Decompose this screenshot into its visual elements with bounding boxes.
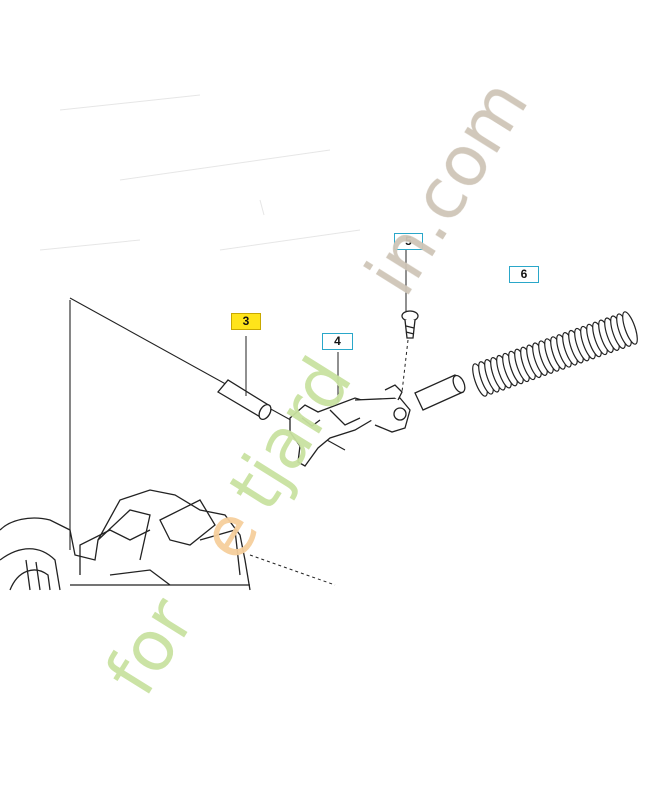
screw-part <box>401 310 419 339</box>
callout-6[interactable]: 6 <box>509 266 539 283</box>
callout-3[interactable]: 3 <box>231 313 261 330</box>
housing-body <box>0 489 251 591</box>
spring-sleeve-part <box>414 374 466 411</box>
pin-part <box>217 379 272 421</box>
callout-4[interactable]: 4 <box>322 333 353 350</box>
leader-5b <box>401 339 409 393</box>
coil-spring-part <box>472 311 638 397</box>
throttle-lever-part <box>289 384 411 467</box>
callout-5[interactable]: 5 <box>394 233 423 250</box>
ghost-lines <box>39 94 361 251</box>
spring-coil <box>622 311 638 345</box>
guide-line-2 <box>249 554 336 586</box>
